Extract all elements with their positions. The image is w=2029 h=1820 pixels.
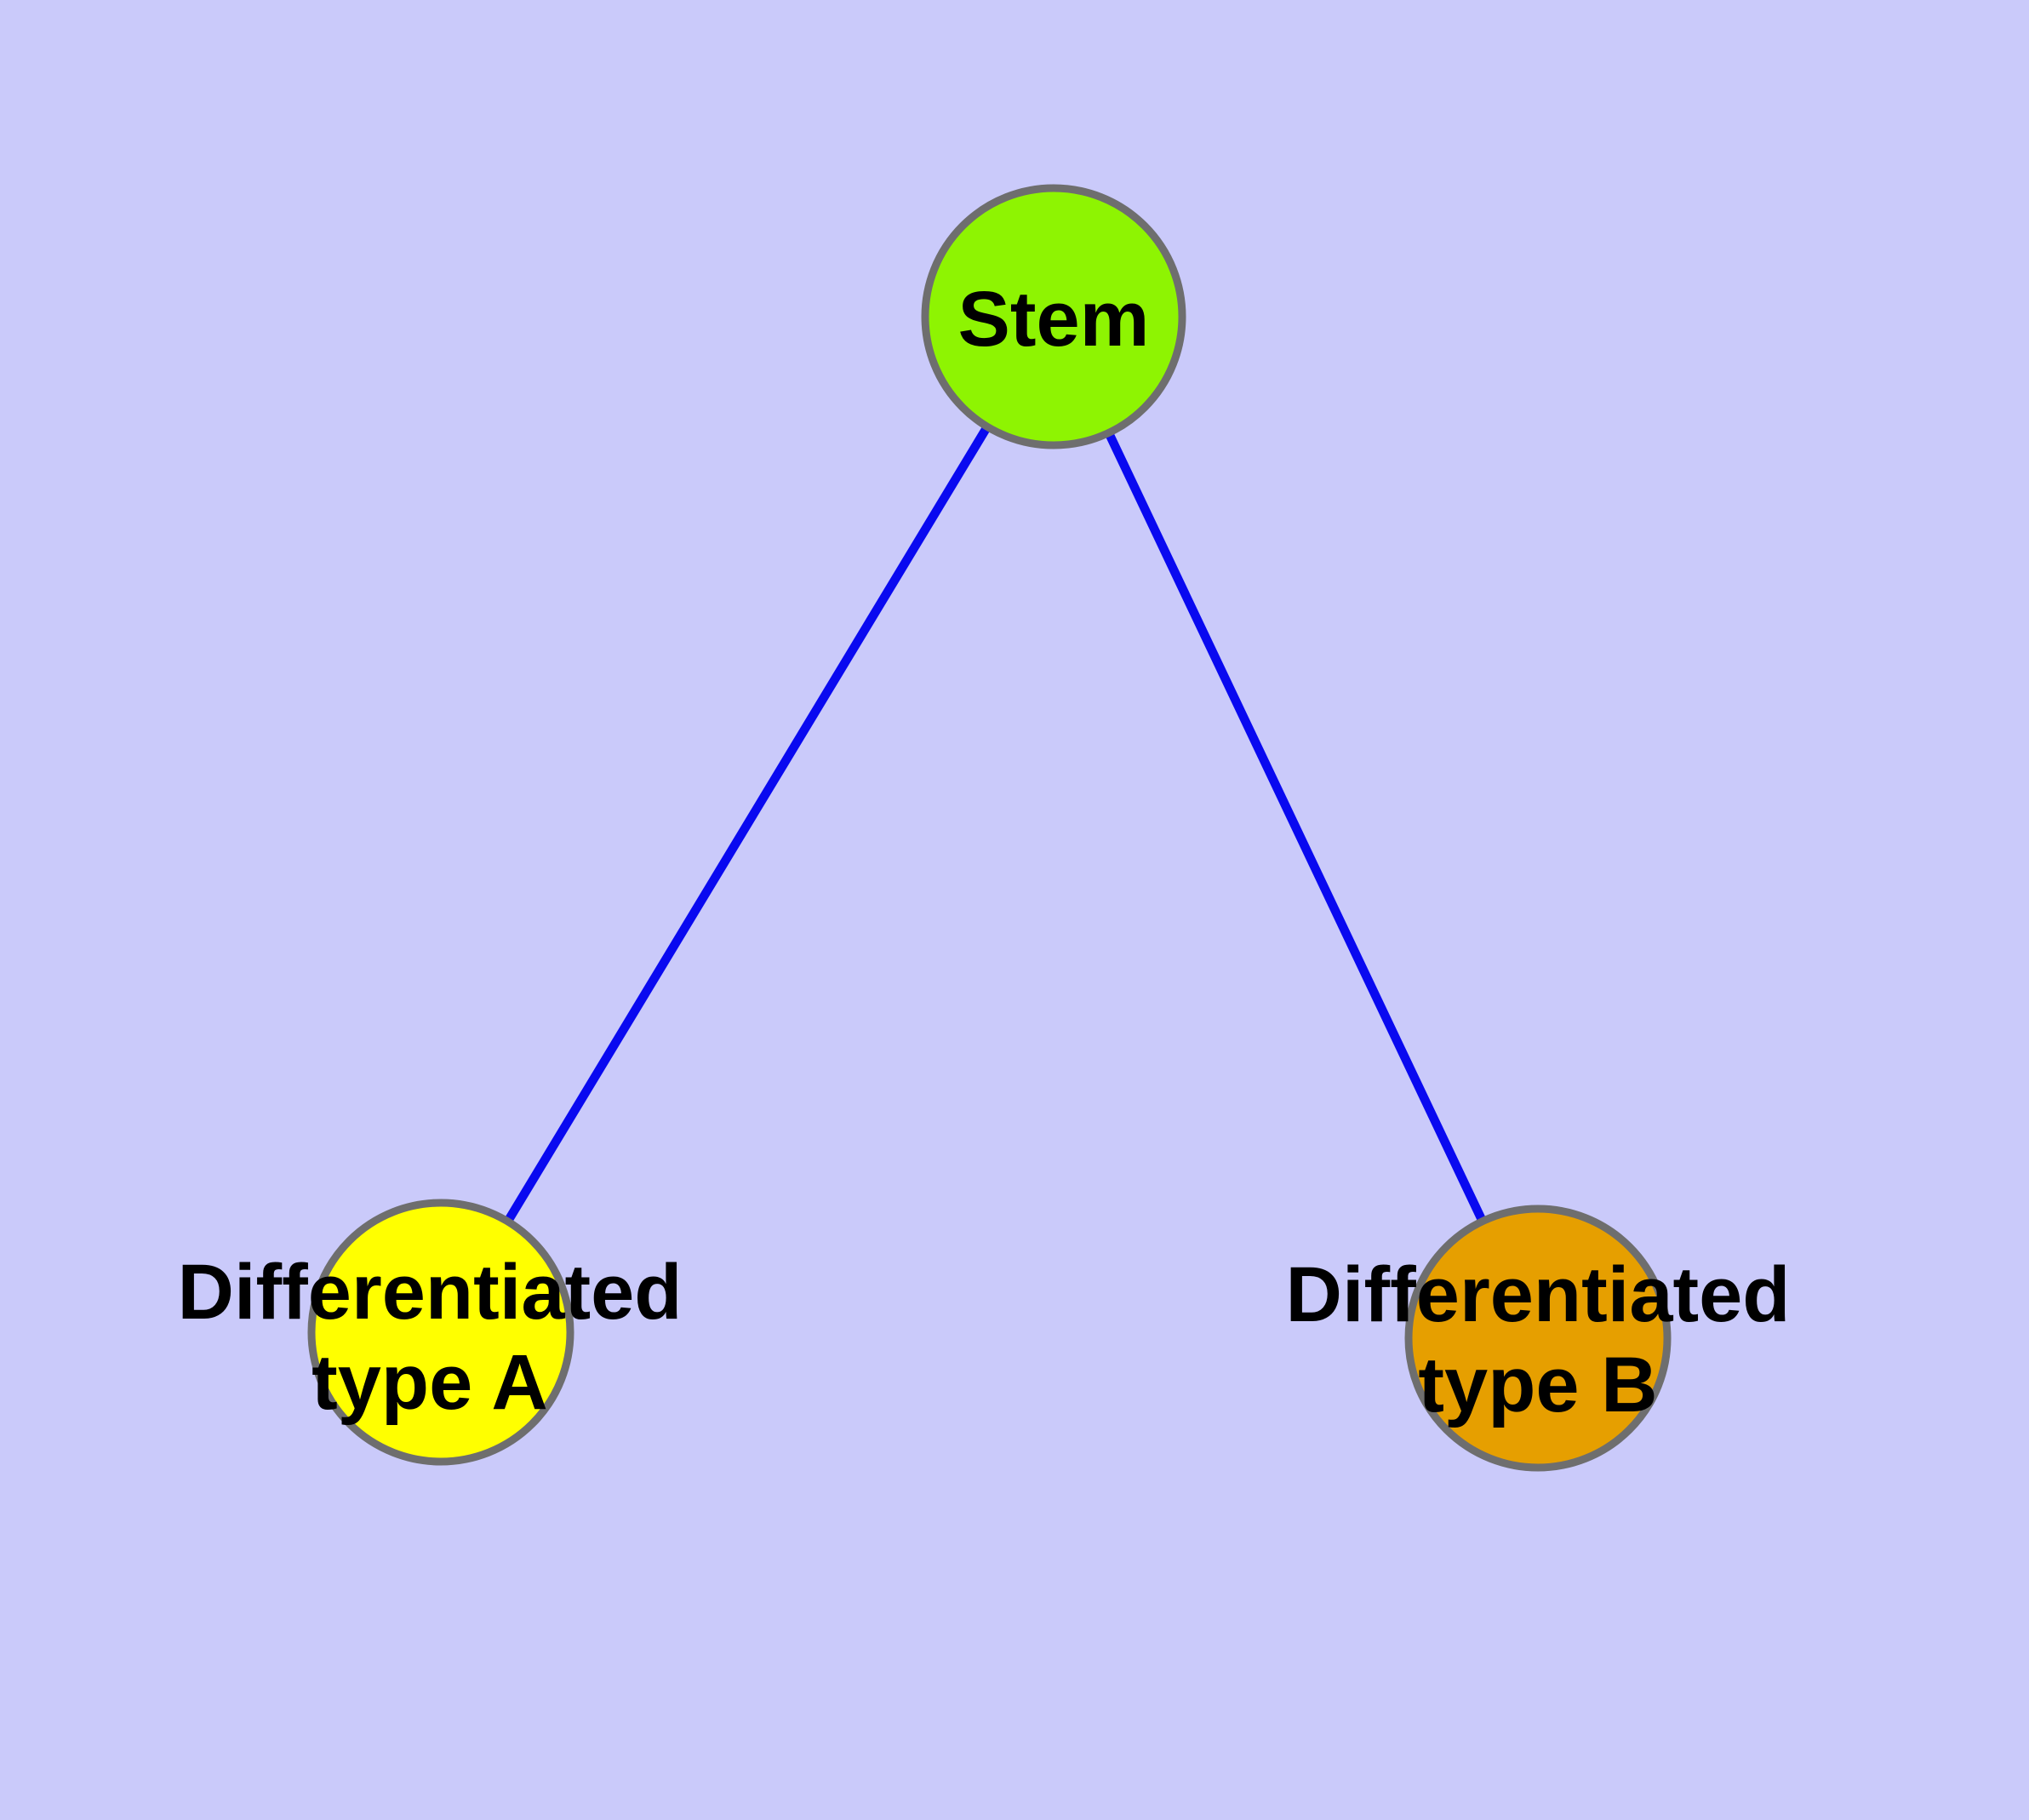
node-label-differentiated-type-b-line2: type B [1418, 1342, 1657, 1428]
node-label-differentiated-type-a-line2: type A [311, 1339, 548, 1426]
node-differentiated-type-a [307, 1199, 574, 1466]
edge-stem-to-differentiated-type-b [1049, 314, 1542, 1341]
edges-layer [437, 314, 1542, 1341]
node-label-differentiated-type-b-line1: Differentiated [1286, 1251, 1791, 1338]
node-stem [921, 184, 1186, 449]
edge-stem-to-differentiated-type-a [437, 314, 1058, 1335]
node-label-differentiated-type-a-line1: Differentiated [178, 1249, 683, 1336]
nodes-layer [307, 184, 1672, 1472]
node-label-stem-line1: Stem [958, 276, 1150, 363]
node-differentiated-type-b [1404, 1205, 1672, 1472]
